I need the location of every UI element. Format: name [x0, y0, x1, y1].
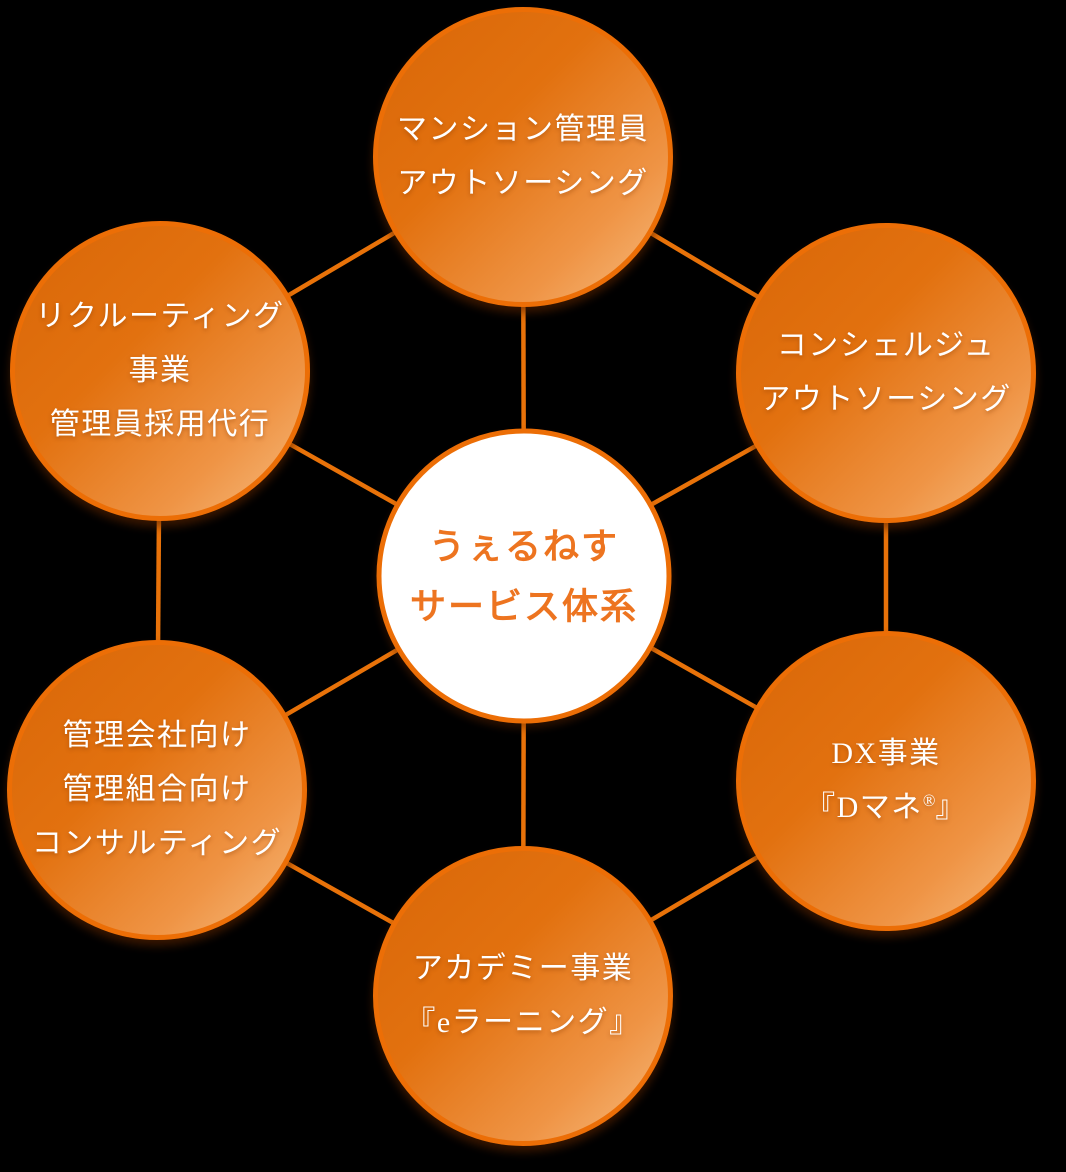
node-text-line: 『eラーニング』	[405, 1006, 641, 1039]
node-text-line: 管理会社向け	[62, 719, 252, 752]
node-text-line: アウトソーシング	[397, 167, 649, 200]
node-text-line: アカデミー事業	[412, 952, 634, 985]
node-text-line: アウトソーシング	[760, 383, 1012, 416]
node-text-line: コンシェルジュ	[776, 329, 996, 362]
center-label: うぇるねす サービス体系	[410, 517, 638, 636]
node-label: 管理会社向け 管理組合向け コンサルティング	[32, 709, 282, 871]
node-text-line: マンション管理員	[397, 113, 649, 146]
dmane-close-bracket: 』	[935, 791, 967, 824]
node-text-line: 事業	[128, 354, 192, 387]
node-text-line: コンサルティング	[31, 827, 283, 860]
node-recruiting-business: リクルーティング 事業 管理員採用代行	[10, 221, 310, 521]
node-wellness-service-system: うぇるねす サービス体系	[376, 428, 672, 724]
node-label: DX事業 『Dマネ®』	[805, 727, 967, 835]
dmane-text: 『Dマネ	[805, 791, 923, 824]
center-text-line: うぇるねす	[428, 525, 619, 567]
node-consulting: 管理会社向け 管理組合向け コンサルティング	[7, 640, 307, 940]
node-label: アカデミー事業 『eラーニング』	[405, 942, 640, 1050]
node-text-line: 『Dマネ®』	[805, 781, 967, 835]
node-academy-business: アカデミー事業 『eラーニング』	[373, 846, 673, 1146]
node-concierge-outsourcing: コンシェルジュ アウトソーシング	[736, 223, 1036, 523]
node-text-line: 管理組合向け	[62, 773, 252, 806]
node-text-line: リクルーティング	[35, 300, 285, 333]
node-text-line: DX事業	[831, 737, 941, 770]
node-label: コンシェルジュ アウトソーシング	[760, 319, 1011, 427]
registered-trademark-symbol: ®	[922, 791, 936, 810]
node-text-line: 管理員採用代行	[49, 408, 271, 441]
node-dx-business: DX事業 『Dマネ®』	[736, 631, 1036, 931]
node-label: リクルーティング 事業 管理員採用代行	[35, 290, 284, 452]
node-label: マンション管理員 アウトソーシング	[397, 103, 649, 211]
node-mansion-manager-outsourcing: マンション管理員 アウトソーシング	[373, 7, 673, 307]
center-text-line: サービス体系	[409, 585, 638, 626]
